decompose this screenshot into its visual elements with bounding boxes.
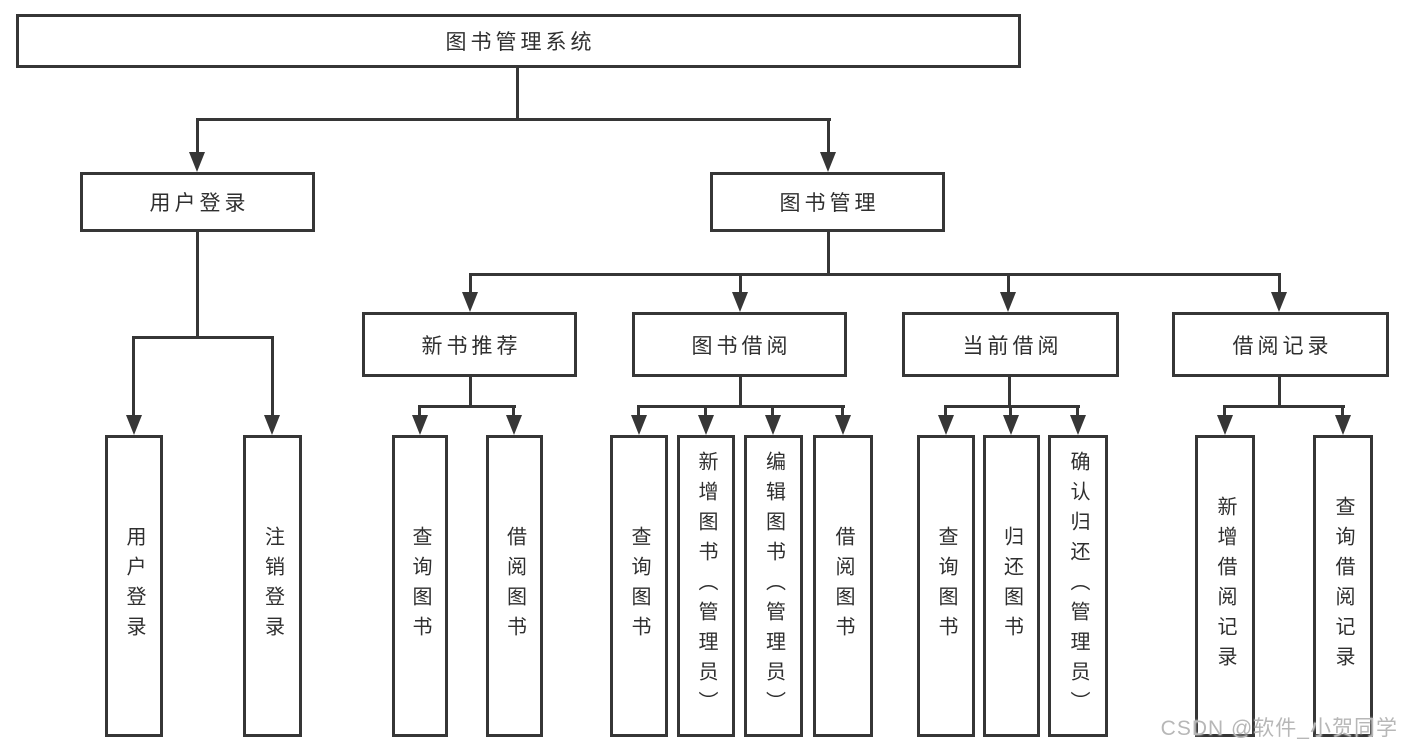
- node-new-book-recommend: 新书推荐: [362, 312, 577, 377]
- leaf-query-books-borrowing-label: 查询图书: [628, 526, 650, 646]
- connector-stem-confirm-return-admin: [1076, 405, 1079, 419]
- node-borrow-records-label: 借阅记录: [1232, 334, 1333, 358]
- leaf-borrow-books-borrowing: 借阅图书: [813, 435, 873, 737]
- connector-stem-current-borrowing: [1007, 273, 1010, 295]
- leaf-user-login-label: 用户登录: [123, 526, 145, 646]
- csdn-watermark: CSDN @软件_小贺同学: [1160, 717, 1398, 740]
- arrow-down-borrow-books-borrowing: [835, 415, 851, 435]
- node-new-book-recommend-label: 新书推荐: [421, 334, 522, 358]
- connector-user-login-vline: [196, 230, 199, 336]
- leaf-query-borrow-record-label: 查询借阅记录: [1332, 496, 1354, 676]
- node-root-label: 图书管理系统: [445, 31, 596, 54]
- arrow-down-borrow-books-recommend: [506, 415, 522, 435]
- arrow-down-user-login: [189, 152, 205, 172]
- leaf-add-borrow-record: 新增借阅记录: [1195, 435, 1255, 737]
- connector-stem-borrow-books-borrowing: [841, 405, 844, 419]
- connector-stem-book-borrowing: [739, 273, 742, 295]
- arrow-down-book-management: [820, 152, 836, 172]
- arrow-down-borrow-records: [1271, 292, 1287, 312]
- arrow-down-leaf-user-login: [126, 415, 142, 435]
- leaf-return-book-label: 归还图书: [1000, 526, 1023, 646]
- arrow-down-book-borrowing: [732, 292, 748, 312]
- leaf-edit-book-admin-label: 编辑图书（管理员）: [762, 451, 785, 721]
- arrow-down-query-borrow-record: [1335, 415, 1351, 435]
- leaf-query-books-current: 查询图书: [917, 435, 975, 737]
- connector-stem-new-book-recommend: [469, 273, 472, 295]
- arrow-down-add-book-admin: [698, 415, 714, 435]
- connector-stem-add-book-admin: [704, 405, 707, 419]
- arrow-down-query-books-current: [938, 415, 954, 435]
- connector-stem-leaf-logout: [271, 336, 274, 418]
- connector-recommend-vline: [469, 375, 472, 407]
- leaf-query-books-borrowing: 查询图书: [610, 435, 668, 737]
- arrow-down-return-book: [1003, 415, 1019, 435]
- leaf-confirm-return-admin-label: 确认归还（管理员）: [1067, 451, 1089, 721]
- leaf-edit-book-admin: 编辑图书（管理员）: [744, 435, 803, 737]
- leaf-borrow-books-recommend: 借阅图书: [486, 435, 543, 737]
- connector-stem-book-management: [827, 118, 830, 154]
- leaf-user-login: 用户登录: [105, 435, 163, 737]
- leaf-query-books-current-label: 查询图书: [935, 526, 957, 646]
- arrow-down-edit-book-admin: [765, 415, 781, 435]
- connector-stem-add-borrow-record: [1223, 405, 1226, 419]
- node-book-borrowing-label: 图书借阅: [691, 334, 792, 358]
- node-book-management-label: 图书管理: [779, 192, 880, 215]
- connector-user-login-hline: [132, 336, 274, 339]
- connector-stem-query-books-borrowing: [637, 405, 640, 419]
- connector-stem-borrow-books-recommend: [512, 405, 515, 419]
- node-book-management: 图书管理: [710, 172, 945, 232]
- arrow-down-query-books-recommend: [412, 415, 428, 435]
- connector-current-hline: [944, 405, 1080, 408]
- arrow-down-leaf-logout: [264, 415, 280, 435]
- arrow-down-current-borrowing: [1000, 292, 1016, 312]
- leaf-query-books-recommend: 查询图书: [392, 435, 448, 737]
- connector-borrowing-vline: [739, 375, 742, 407]
- connector-book-management-vline: [827, 230, 830, 275]
- connector-recommend-hline: [418, 405, 516, 408]
- connector-stem-leaf-user-login: [132, 336, 135, 418]
- leaf-add-book-admin: 新增图书（管理员）: [677, 435, 735, 737]
- node-borrow-records: 借阅记录: [1172, 312, 1389, 377]
- connector-borrowing-hline: [637, 405, 845, 408]
- leaf-return-book: 归还图书: [983, 435, 1040, 737]
- arrow-down-confirm-return-admin: [1070, 415, 1086, 435]
- connector-root-hline: [196, 118, 831, 121]
- leaf-add-book-admin-label: 新增图书（管理员）: [695, 451, 717, 721]
- node-user-login-label: 用户登录: [149, 192, 250, 215]
- leaf-borrow-books-recommend-label: 借阅图书: [503, 526, 526, 646]
- leaf-logout-label: 注销登录: [261, 526, 284, 646]
- connector-stem-user-login: [196, 118, 199, 154]
- connector-stem-query-borrow-record: [1341, 405, 1344, 419]
- connector-root-vline: [516, 66, 519, 118]
- connector-book-management-hline: [469, 273, 1280, 276]
- node-user-login: 用户登录: [80, 172, 315, 232]
- leaf-query-borrow-record: 查询借阅记录: [1313, 435, 1373, 737]
- connector-records-hline: [1223, 405, 1345, 408]
- connector-records-vline: [1278, 375, 1281, 407]
- connector-stem-query-books-current: [944, 405, 947, 419]
- leaf-logout: 注销登录: [243, 435, 302, 737]
- node-root: 图书管理系统: [16, 14, 1021, 68]
- leaf-confirm-return-admin: 确认归还（管理员）: [1048, 435, 1108, 737]
- connector-stem-query-books-recommend: [418, 405, 421, 419]
- arrow-down-query-books-borrowing: [631, 415, 647, 435]
- node-current-borrowing: 当前借阅: [902, 312, 1119, 377]
- node-current-borrowing-label: 当前借阅: [962, 334, 1063, 358]
- connector-stem-return-book: [1009, 405, 1012, 419]
- leaf-add-borrow-record-label: 新增借阅记录: [1214, 496, 1236, 676]
- leaf-query-books-recommend-label: 查询图书: [409, 526, 431, 646]
- connector-current-vline: [1008, 375, 1011, 407]
- arrow-down-add-borrow-record: [1217, 415, 1233, 435]
- connector-stem-borrow-records: [1278, 273, 1281, 295]
- leaf-borrow-books-borrowing-label: 借阅图书: [832, 526, 854, 646]
- node-book-borrowing: 图书借阅: [632, 312, 847, 377]
- connector-stem-edit-book-admin: [771, 405, 774, 419]
- arrow-down-new-book-recommend: [462, 292, 478, 312]
